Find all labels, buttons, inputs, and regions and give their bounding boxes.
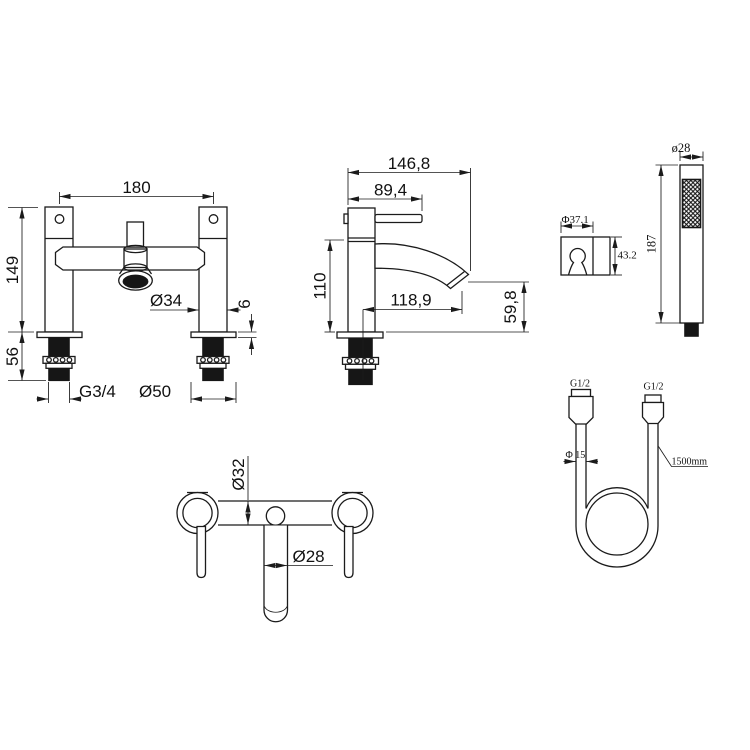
basin-total-width-label: 146,8 [388,154,431,173]
hose-loop-crossover [585,487,649,509]
hose-right-nut [641,401,665,425]
bath-left-threaded-tail [48,337,70,357]
bath-left-handle-dot [54,214,65,224]
hose-left-thread-tip [570,388,592,398]
shower-spray-face-pattern [681,178,702,229]
shower-hose-view: G1/2 G1/2 Φ 15 1500mm [563,379,708,568]
nut-bump [361,357,368,364]
shower-hose-connector [684,322,699,337]
bath-height-dim-label: 149 [3,256,22,284]
bath-spout-flare-right [146,267,153,275]
bath-right-pillar [198,206,228,333]
basin-spout-drop-label: 59,8 [501,290,520,323]
bath-filler-front-view: 180 149 56 Ø34 6 G3/4 Ø50 [3,178,257,403]
bath-right-washer [199,362,227,369]
basin-body-height-label: 110 [310,272,329,299]
bath-spout-cylinder [123,248,148,269]
valve-right-lever [343,525,354,579]
valve-left-lever [196,525,207,579]
nut-bump [52,356,59,363]
bath-spout-flare-left [118,267,125,275]
bath-left-washer [45,362,73,369]
nut-bump [213,356,220,363]
bracket-keyhole-cutout [567,247,588,276]
basin-flange [336,331,384,339]
valve-pipe-cap-seam [264,606,288,613]
bath-flange-diameter-label: Ø50 [139,382,171,401]
nut-bump [59,356,66,363]
bath-thread-size-label: G3/4 [79,382,116,401]
bath-tail-dim-label: 56 [3,347,22,366]
basin-indicator-bump [343,213,349,225]
bath-spout-top-ring [123,244,148,254]
bath-right-flange [190,331,237,339]
basin-threaded-tail [348,337,373,358]
basin-spout-reach-label: 118,9 [390,291,431,310]
bath-left-flange [36,331,83,339]
valve-body-diameter-label: Ø32 [229,458,248,490]
hose-right-thread-tip [644,394,662,404]
nut-bump [46,356,52,363]
valve-right-handle-base [337,497,368,529]
basin-lever-handle [374,213,423,224]
nut-bump [200,356,206,363]
basin-tail-end [348,368,373,386]
bath-right-threaded-tail [202,337,224,357]
hose-length-leader [658,446,708,467]
basin-spout [374,243,470,290]
nut-bump [220,356,227,363]
bath-pillar-diameter-label: Ø34 [150,291,182,310]
nut-bump [368,357,375,364]
valve-center-knob [265,506,286,526]
nut-bump [66,356,73,363]
shower-head-diameter-label: ø28 [672,141,691,155]
bath-right-tail-end [202,367,224,382]
bath-spout-outlet-opening [122,274,149,289]
wall-bracket-view: Φ37.1 43.2 [560,214,637,276]
hand-shower-view: ø28 187 [644,141,704,337]
bracket-width-label: Φ37.1 [562,214,589,226]
nut-bump [206,356,213,363]
basin-washer [344,363,377,370]
hose-right-thread-label: G1/2 [644,382,664,393]
bath-diverter-knob [126,221,145,248]
hose-loop-inner [585,492,649,556]
basin-handle-width-label: 89,4 [374,181,407,200]
nut-bump [346,357,353,364]
bath-flange-thickness-label: 6 [235,299,254,308]
bath-spacing-dim-label: 180 [122,178,150,197]
bath-right-handle-dot [208,214,219,224]
basin-aerator-ring [446,270,465,287]
hose-left-nut [568,395,594,425]
valve-center-pipe [263,525,289,623]
valve-pipe-diameter-label: Ø28 [293,547,325,566]
hose-tube-diameter-label: Φ 15 [566,450,586,461]
valve-left-handle-base [182,497,213,529]
shower-valve-front-view: Ø32 Ø28 [176,456,374,623]
basin-body [347,207,376,333]
shower-length-label: 187 [644,235,658,254]
hose-length-label: 1500mm [672,457,708,468]
bracket-height-label: 43.2 [618,250,637,262]
hose-loop-outer [575,525,659,568]
basin-mixer-side-view: 146,8 89,4 110 118,9 59,8 [310,154,529,386]
hose-left-thread-label: G1/2 [570,379,590,390]
nut-bump [354,357,360,364]
bath-left-tail-end [48,367,70,382]
